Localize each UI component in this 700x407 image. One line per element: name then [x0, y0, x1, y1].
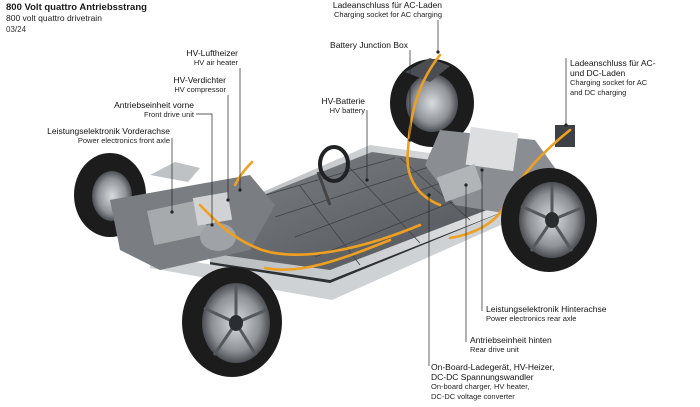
- label-ac-charging-socket: Ladeanschluss für AC-Laden Charging sock…: [332, 0, 442, 19]
- label-hv-battery: HV-Batterie HV battery: [321, 96, 365, 115]
- label-ac-dc-charging-socket: Ladeanschluss für AC- und DC-Laden Charg…: [570, 58, 656, 97]
- hv-cables: [198, 53, 572, 272]
- rear-left-wheel: [501, 168, 597, 272]
- label-front-drive-unit: Antriebseinheit vorne Front drive unit: [114, 100, 194, 119]
- diagram-header: 800 Volt quattro Antriebsstrang 800 volt…: [6, 2, 147, 35]
- label-power-electronics-front: Leistungselektronik Vorderachse Power el…: [47, 126, 170, 145]
- label-rear-drive-unit: Antriebseinheit hinten Rear drive unit: [470, 335, 552, 354]
- front-left-wheel: [182, 267, 282, 377]
- label-onboard-charger: On-Board-Ladegerät, HV-Heizer, DC-DC Spa…: [431, 362, 555, 401]
- label-hv-air-heater: HV-Luftheizer HV air heater: [186, 48, 239, 67]
- label-battery-junction-box: Battery Junction Box: [330, 40, 408, 50]
- diagram-date: 03/24: [6, 25, 27, 34]
- label-power-electronics-rear: Leistungselektronik Hinterachse Power el…: [486, 304, 607, 323]
- label-hv-compressor: HV-Verdichter HV compressor: [173, 75, 226, 94]
- diagram-title: 800 Volt quattro Antriebsstrang: [6, 2, 147, 13]
- leader-lines: [170, 20, 568, 366]
- diagram-subtitle: 800 volt quattro drivetrain: [6, 13, 102, 23]
- steering-wheel: [316, 145, 350, 206]
